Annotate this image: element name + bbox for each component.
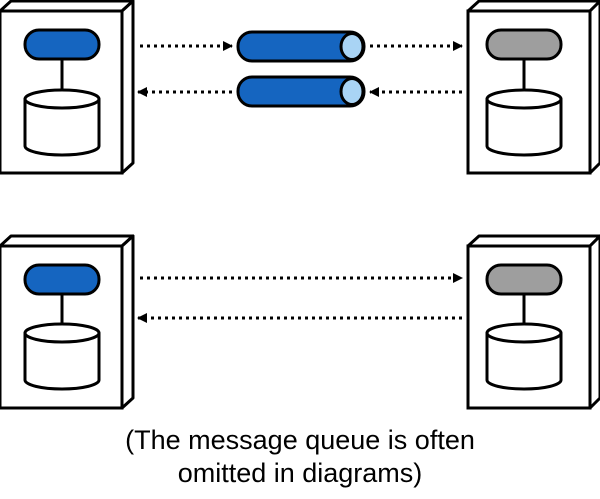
message-queue-bottom bbox=[236, 75, 366, 108]
database-cylinder-top bbox=[23, 322, 101, 344]
diagram-caption: (The message queue is often omitted in d… bbox=[0, 424, 600, 490]
top-right-node bbox=[466, 0, 600, 175]
top-left-node bbox=[0, 0, 135, 175]
queue-pipe-end bbox=[339, 32, 365, 61]
database-cylinder-icon bbox=[23, 333, 101, 391]
queue-pipe-end bbox=[339, 77, 365, 106]
node-box-side-face bbox=[120, 0, 135, 175]
caption-line-2: omitted in diagrams) bbox=[177, 458, 423, 488]
bottom-left-node bbox=[0, 234, 135, 410]
database-cylinder-top bbox=[485, 322, 563, 344]
node-box-side-face bbox=[120, 234, 135, 410]
service-blue-block bbox=[23, 28, 101, 61]
database-cylinder-top bbox=[485, 88, 563, 110]
service-gray-block bbox=[485, 28, 563, 61]
database-cylinder-icon bbox=[485, 99, 563, 157]
service-gray-block bbox=[485, 263, 563, 296]
bottom-right-node bbox=[466, 234, 600, 410]
caption-line-1: (The message queue is often bbox=[125, 425, 475, 455]
database-cylinder-icon bbox=[23, 99, 101, 157]
message-queue-top bbox=[236, 30, 366, 63]
database-cylinder-top bbox=[23, 88, 101, 110]
database-cylinder-icon bbox=[485, 333, 563, 391]
service-blue-block bbox=[23, 263, 101, 296]
